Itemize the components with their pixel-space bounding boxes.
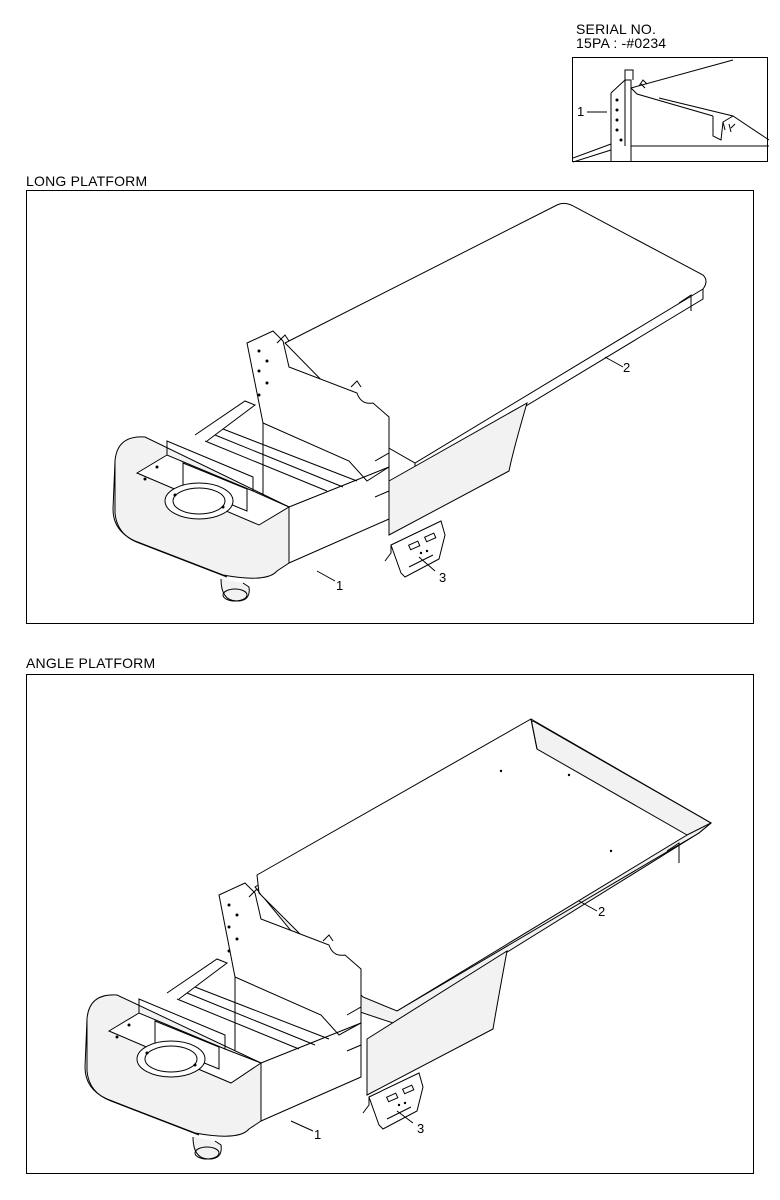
long-platform-title: LONG PLATFORM [26, 173, 148, 189]
angle-platform-drawing: 2 1 3 [84, 718, 713, 1160]
angle-platform-title: ANGLE PLATFORM [26, 655, 156, 671]
long-callout-3: 3 [439, 570, 446, 585]
angle-callout-2: 2 [598, 904, 605, 919]
inset-callout-1: 1 [577, 104, 584, 119]
long-platform-drawing: 2 1 3 [112, 202, 707, 602]
angle-callout-3: 3 [417, 1121, 424, 1136]
serial-number-label: SERIAL NO. [576, 21, 657, 37]
serial-number-value: 15PA : -#0234 [576, 35, 667, 51]
long-platform-panel: 2 1 3 [26, 190, 754, 624]
angle-callout-1: 1 [314, 1127, 321, 1142]
long-callout-2: 2 [623, 360, 630, 375]
angle-platform-panel: 2 1 3 [26, 674, 754, 1174]
serial-inset-detail: 1 [572, 57, 769, 163]
long-callout-1: 1 [336, 578, 343, 593]
inset-bracket-drawing: 1 [573, 59, 769, 163]
